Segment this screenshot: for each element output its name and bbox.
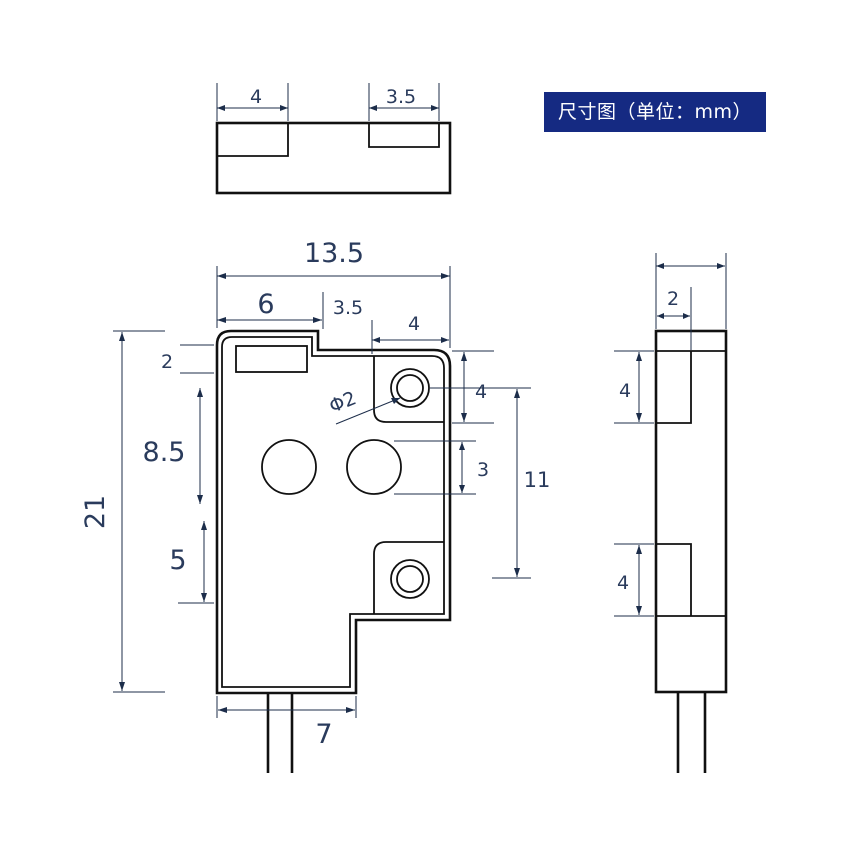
dim-label-ear-height: 4 — [475, 381, 487, 403]
dim-label-lower-span: 5 — [169, 545, 186, 576]
front-view-outline — [215, 329, 452, 695]
side-view: 2 4 4 — [614, 253, 728, 773]
dim-label-bottom-width: 7 — [315, 719, 332, 750]
top-view: 4 3.5 — [215, 83, 452, 195]
dim-label-upper-span: 8.5 — [143, 437, 186, 468]
label-window — [235, 345, 308, 373]
dim-label-notch: 3.5 — [333, 297, 363, 319]
dim-label-height: 21 — [80, 495, 111, 529]
lower-mount-hole — [396, 565, 424, 593]
top-view-right-pocket — [368, 123, 440, 148]
right-emitter-window — [346, 439, 402, 495]
lower-hole-outer — [390, 559, 430, 599]
dim-label-side-lower-slot: 4 — [617, 572, 629, 594]
dim-label-hole-pitch: 11 — [524, 468, 551, 492]
dim-label-hole-diameter: Φ2 — [326, 387, 359, 418]
dim-label-top-right: 3.5 — [386, 86, 416, 108]
top-view-outline — [215, 121, 452, 195]
dim-label-side-thickness: 2 — [667, 288, 679, 310]
dim-label-side-upper-slot: 4 — [619, 380, 631, 402]
dim-label-width: 13.5 — [304, 238, 364, 269]
left-emitter-window — [261, 439, 317, 495]
upper-hole-outer — [390, 368, 430, 408]
dim-label-led-gap: 3 — [477, 459, 489, 481]
upper-mount-ear — [373, 356, 444, 423]
front-view-inner-outline — [221, 336, 445, 688]
side-view-upper-slot — [656, 351, 692, 424]
dim-label-ear-width: 4 — [408, 313, 420, 335]
dim-label-top-left: 4 — [250, 86, 262, 108]
front-view: 13.5 6 3.5 4 2 21 8.5 5 — [80, 238, 550, 773]
units-title-badge: 尺寸图（单位：mm） — [544, 92, 766, 132]
upper-mount-hole — [396, 374, 424, 402]
dim-leader-hole — [335, 397, 401, 425]
dim-label-top-step: 6 — [257, 289, 274, 320]
lower-mount-ear — [373, 541, 444, 614]
top-view-left-pocket — [217, 123, 289, 157]
side-view-lower-slot — [656, 543, 692, 616]
dim-label-top-margin: 2 — [161, 351, 173, 373]
